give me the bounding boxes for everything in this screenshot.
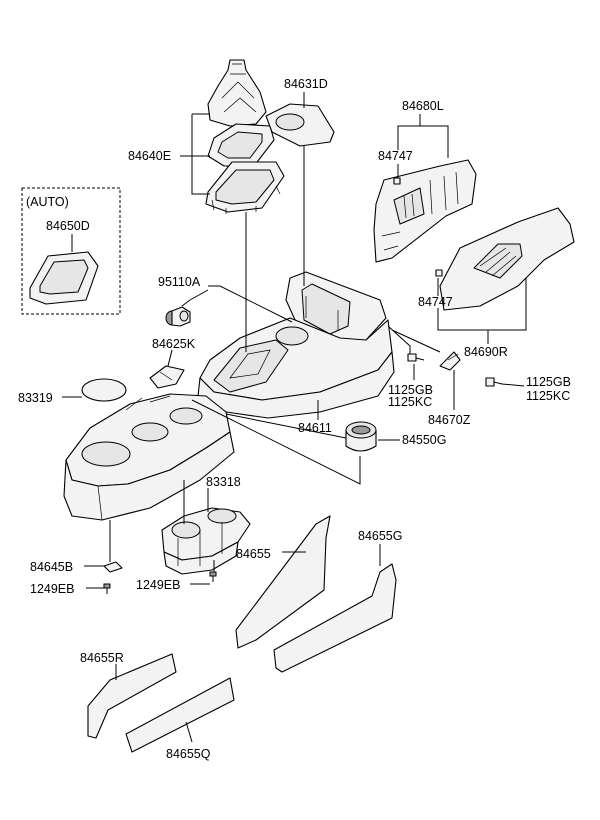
label-1125GB-left: 1125GB [388, 383, 433, 397]
label-84625K: 84625K [152, 337, 196, 351]
trim-84655R [87, 653, 177, 739]
label-84640E: 84640E [128, 149, 171, 163]
label-84655R: 84655R [80, 651, 124, 665]
label-84655Q: 84655Q [166, 747, 211, 761]
shift-boot [207, 59, 267, 127]
shift-bezel-upper [207, 123, 275, 167]
label-83318: 83318 [206, 475, 241, 489]
label-1125KC-left: 1125KC [388, 395, 432, 409]
console-plate-84631D [265, 103, 335, 147]
label-84680L: 84680L [402, 99, 444, 113]
floor-console-84611 [197, 271, 395, 419]
clip-84747-upper [393, 177, 401, 185]
trim-84655G [273, 563, 397, 673]
label-1125GB-right: 1125GB [526, 375, 571, 389]
label-auto: (AUTO) [26, 195, 69, 209]
nut-84645B [103, 561, 123, 573]
label-84655: 84655 [236, 547, 271, 561]
label-84690R: 84690R [464, 345, 508, 359]
pad-83319 [81, 378, 127, 402]
screw-1249EB-right [209, 571, 217, 582]
clip-84625K [149, 365, 185, 389]
label-84670Z: 84670Z [428, 413, 471, 427]
trim-84655Q [125, 677, 235, 753]
label-1249EB-left: 1249EB [30, 582, 74, 596]
label-84550G: 84550G [402, 433, 446, 447]
label-84611: 84611 [298, 421, 332, 435]
label-84650D: 84650D [46, 219, 90, 233]
rear-panel-84680L [373, 159, 477, 263]
label-84645B: 84645B [30, 560, 73, 574]
label-84747-upper: 84747 [378, 149, 413, 163]
cup-84550G [345, 421, 377, 452]
console-front-tray [63, 393, 235, 521]
bolt-1125GB-left [407, 353, 425, 362]
auto-option-box [21, 187, 121, 315]
label-84747-lower: 84747 [418, 295, 453, 309]
leader-lines [62, 92, 527, 743]
side-cover-84690R [439, 207, 575, 311]
label-1125KC-right: 1125KC [526, 389, 570, 403]
label-84655G: 84655G [358, 529, 402, 543]
bolt-1125GB-right [485, 377, 503, 387]
cupholder-83318 [161, 507, 251, 575]
label-1249EB-right: 1249EB [136, 578, 180, 592]
shift-bezel-lower [205, 161, 285, 214]
auto-shift-bezel [29, 251, 99, 305]
clip-84747-lower [435, 269, 443, 277]
screw-1249EB-left [103, 583, 111, 594]
label-95110A: 95110A [158, 275, 201, 289]
trim-84655 [235, 515, 331, 649]
switch-95110A [165, 306, 191, 327]
label-84631D: 84631D [284, 77, 328, 91]
bracket-84670Z [439, 351, 461, 371]
label-83319: 83319 [18, 391, 53, 405]
